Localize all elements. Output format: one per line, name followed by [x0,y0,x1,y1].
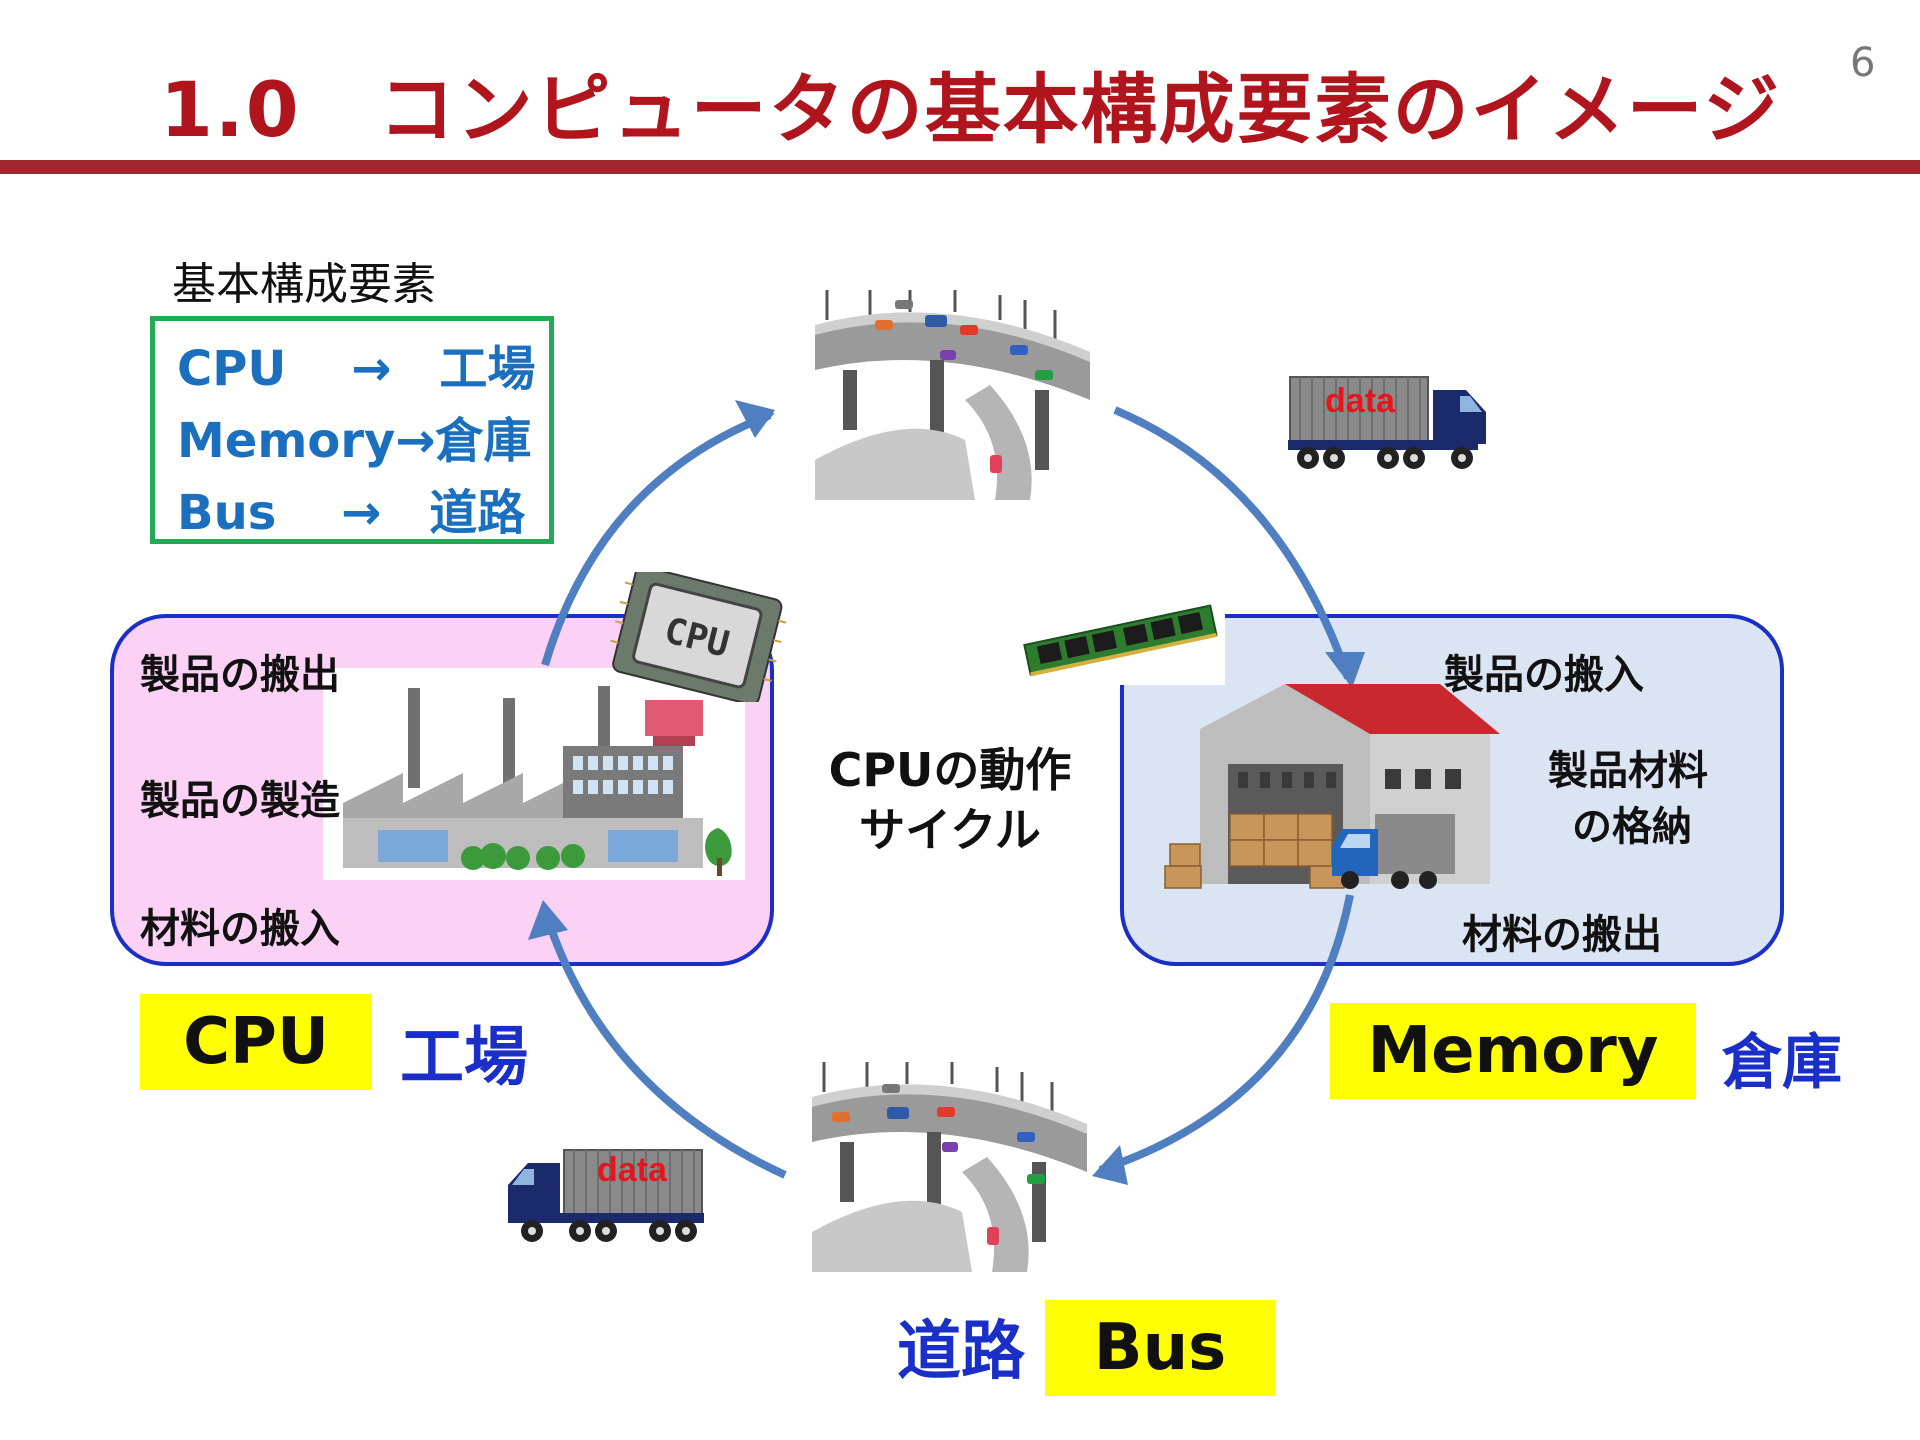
highway-top-illustration [815,290,1090,500]
cpu-cycle-label: CPUの動作 サイクル [800,740,1100,860]
warehouse-illustration [1164,684,1500,889]
memory-module-icon [1015,590,1225,685]
cpu-label-product-out: 製品の搬出 [140,652,340,698]
arrowhead-2 [1325,652,1365,688]
memory-tag-jp: 倉庫 [1722,1028,1842,1098]
arrowhead-3 [1092,1145,1128,1185]
arrow-bus-to-memory [1113,406,1352,680]
truck-top-cargo-label: data [1325,382,1396,420]
cpu-label-manufacture: 製品の製造 [140,778,340,824]
legend-line-cpu: CPU → 工場 [177,341,536,397]
page-number: 6 [1850,40,1876,86]
data-truck-bottom: data [508,1149,704,1242]
arrow-cpu-to-bus [541,411,775,667]
cpu-tag-jp: 工場 [400,1021,528,1095]
arrowhead-4 [528,900,568,940]
cpu-tag: CPU [140,994,372,1090]
memory-tag: Memory [1330,1003,1696,1099]
arrow-bus-to-cpu [541,908,787,1179]
bus-tag-jp: 道路 [897,1315,1025,1389]
arrowhead-1 [735,400,775,438]
memory-label-material-out: 材料の搬出 [1462,912,1662,958]
cpu-chip-icon: CPU [610,572,787,702]
factory-illustration [323,668,745,880]
highway-bottom-illustration [812,1062,1087,1272]
legend-line-memory: Memory→倉庫 [177,413,532,469]
arrow-memory-to-bus [1098,894,1354,1174]
cpu-cycle-label-line-2: サイクル [859,803,1041,857]
bus-tag: Bus [1045,1300,1275,1396]
title-underline [0,160,1920,174]
memory-label-storage-2: の格納 [1572,804,1692,850]
legend-heading: 基本構成要素 [172,259,436,310]
legend-line-bus: Bus → 道路 [177,485,526,541]
truck-bottom-cargo-label: data [597,1151,668,1189]
legend-box: CPU → 工場 Memory→倉庫 Bus → 道路 [150,316,554,544]
page-title: 1.0 コンピュータの基本構成要素のイメージ [160,65,1782,154]
memory-label-product-in: 製品の搬入 [1444,652,1644,698]
data-truck-top: data [1288,376,1486,469]
cpu-label-material-in: 材料の搬入 [140,906,340,952]
cpu-cycle-label-line-1: CPUの動作 [828,743,1072,797]
memory-label-storage-1: 製品材料 [1548,748,1708,794]
